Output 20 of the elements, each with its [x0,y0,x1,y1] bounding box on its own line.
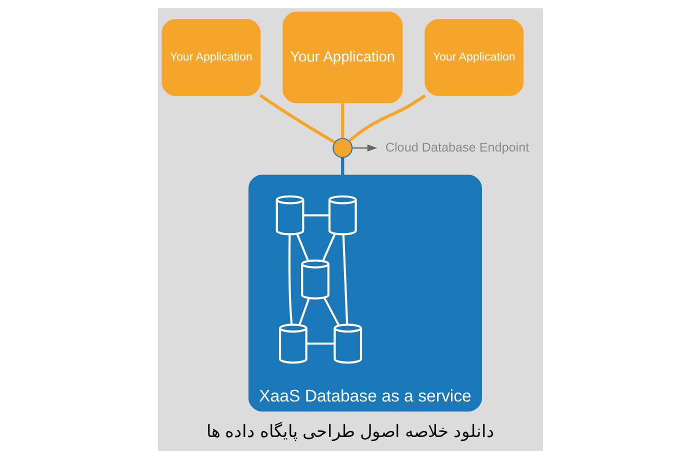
connector [298,298,310,325]
connector [306,342,334,345]
caption: دانلود خلاصه اصول طراحی پایگاه داده ها [206,422,494,442]
connector [340,158,344,176]
connector [348,94,426,142]
cluster: XaaS Database as a service [248,174,482,412]
node-text: Cloud Database Endpoint [384,140,529,154]
connector [340,103,344,138]
node-box: Your Application [161,19,260,96]
node-box: Your Application [282,12,402,104]
connector [258,94,335,144]
connector [303,214,329,216]
connector [323,298,340,326]
connector [288,234,292,325]
node-circle [332,138,352,158]
arrow [352,144,377,152]
connector [296,234,308,261]
connector [322,234,336,261]
connector [342,234,348,325]
node-box: Your Application [424,19,524,96]
